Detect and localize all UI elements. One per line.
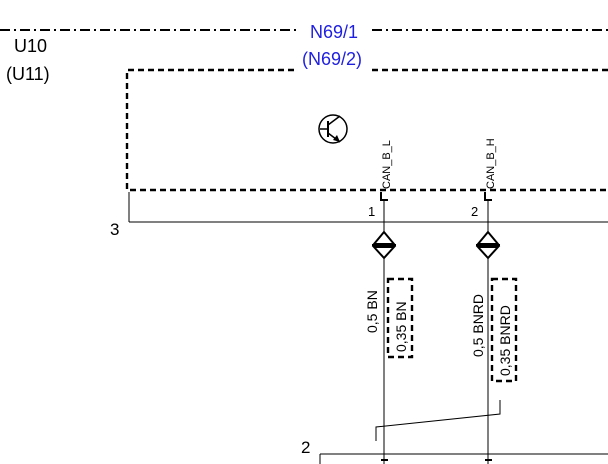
pin-terminal xyxy=(484,192,492,201)
pin-signal-name: CAN_B_L xyxy=(381,140,393,189)
double-triangle-connector-icon xyxy=(475,230,501,260)
reference-code: U10 xyxy=(14,36,47,56)
wire-spec-alternate: 0,35 BN xyxy=(393,301,409,352)
reference-code-alternate: (U11) xyxy=(6,64,50,84)
pin-terminal xyxy=(380,192,388,201)
pin-number: 1 xyxy=(368,204,375,219)
component-code-alternate: (N69/2) xyxy=(302,49,362,69)
wire-spec-alternate-box xyxy=(490,277,518,383)
twisted-pair-marker xyxy=(375,400,501,441)
pin-2: CAN_B_H 2 0,5 BNRD 0,35 BNRD xyxy=(470,138,518,464)
double-triangle-connector-icon xyxy=(371,230,397,260)
pin-signal-name: CAN_B_H xyxy=(485,138,497,189)
wire-spec-alternate: 0,35 BNRD xyxy=(497,305,513,376)
module-boundary xyxy=(125,68,608,192)
wire-spec: 0,5 BNRD xyxy=(470,294,486,357)
wire-spec-alternate-box xyxy=(386,277,414,359)
wire-spec: 0,5 BN xyxy=(364,290,380,333)
pin-number: 2 xyxy=(471,204,478,219)
component-code: N69/1 xyxy=(310,22,358,42)
connector-number: 3 xyxy=(110,220,119,239)
pin-1: CAN_B_L 1 0,5 BN 0,35 BN xyxy=(364,140,414,464)
transistor-icon xyxy=(318,114,348,144)
bottom-connector-number: 2 xyxy=(301,438,310,457)
